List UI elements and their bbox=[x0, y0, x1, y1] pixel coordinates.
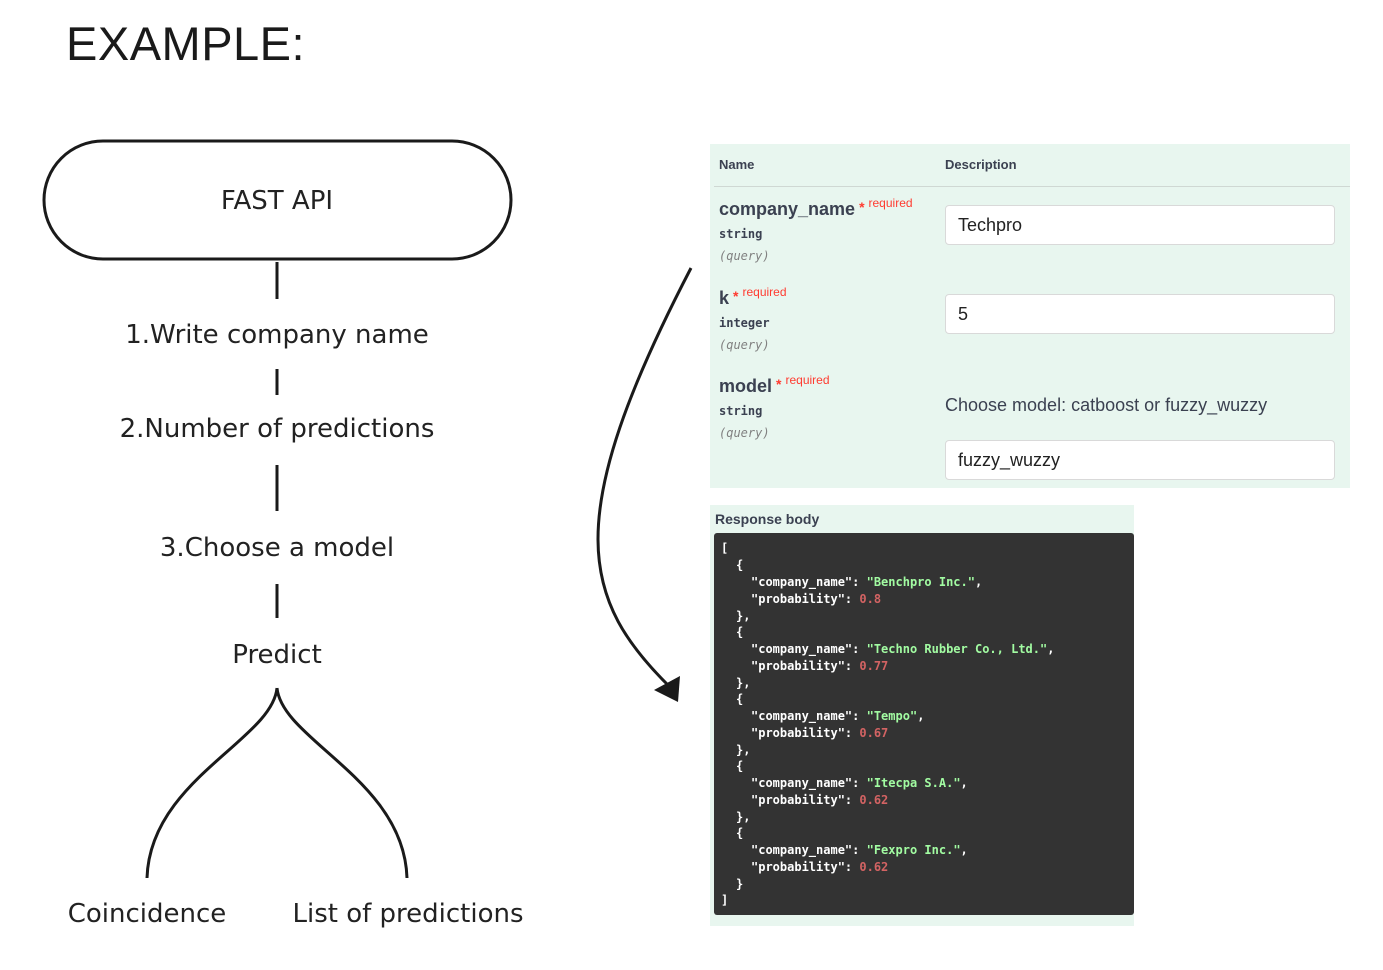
k-input[interactable]: 5 bbox=[945, 294, 1335, 334]
required-label: required bbox=[742, 285, 787, 299]
flow-branch-list-predictions: List of predictions bbox=[292, 899, 524, 929]
json-object-close: }, bbox=[736, 609, 751, 623]
json-line-company: "company_name": "Benchpro Inc.", bbox=[751, 575, 983, 589]
json-object-open: { bbox=[736, 692, 744, 706]
json-open-bracket: [ bbox=[721, 541, 729, 555]
param-name-model: model*required bbox=[719, 373, 830, 397]
param-type: string bbox=[719, 227, 763, 241]
param-location: (query) bbox=[719, 249, 770, 263]
flow-step-write-company: 1.Write company name bbox=[125, 320, 429, 350]
param-label: k bbox=[719, 288, 730, 308]
param-type: integer bbox=[719, 316, 770, 330]
json-line-probability: "probability": 0.62 bbox=[751, 793, 889, 807]
fastapi-terminal-shape bbox=[42, 139, 513, 261]
required-label: required bbox=[785, 373, 830, 387]
json-line-probability: "probability": 0.67 bbox=[751, 726, 889, 740]
column-header-description: Description bbox=[945, 157, 1017, 172]
probability-value: 0.77 bbox=[859, 659, 889, 673]
param-name-k: k*required bbox=[719, 285, 787, 309]
company-name-value: Benchpro Inc. bbox=[873, 575, 968, 589]
company-name-value: Techno Rubber Co., Ltd. bbox=[873, 642, 1040, 656]
json-object-close: }, bbox=[736, 810, 751, 824]
flow-node-predict: Predict bbox=[232, 640, 322, 670]
company-name-value: Itecpa S.A. bbox=[873, 776, 954, 790]
json-line-company: "company_name": "Fexpro Inc.", bbox=[751, 843, 968, 857]
json-object-close: }, bbox=[736, 743, 751, 757]
probability-value: 0.62 bbox=[859, 793, 889, 807]
model-input[interactable]: fuzzy_wuzzy bbox=[945, 440, 1335, 480]
probability-value: 0.8 bbox=[859, 592, 882, 606]
page-heading: EXAMPLE: bbox=[66, 17, 306, 70]
flow-node-fastapi: FAST API bbox=[220, 186, 334, 216]
flow-branch-coincidence: Coincidence bbox=[67, 899, 227, 929]
json-line-company: "company_name": "Techno Rubber Co., Ltd.… bbox=[751, 642, 1055, 656]
branch-left-curve bbox=[145, 687, 279, 879]
json-line-probability: "probability": 0.8 bbox=[751, 592, 882, 606]
json-close-bracket: ] bbox=[721, 893, 729, 907]
company-name-value: Fexpro Inc. bbox=[873, 843, 954, 857]
probability-value: 0.62 bbox=[859, 860, 889, 874]
flow-step-number-predictions: 2.Number of predictions bbox=[119, 414, 435, 444]
branch-right-curve bbox=[275, 687, 409, 879]
param-label: company_name bbox=[719, 199, 856, 219]
json-object-open: { bbox=[736, 625, 744, 639]
param-type: string bbox=[719, 404, 763, 418]
param-location: (query) bbox=[719, 338, 770, 352]
json-object-open: { bbox=[736, 759, 744, 773]
column-header-name: Name bbox=[719, 157, 755, 172]
arrow-curve bbox=[596, 267, 693, 692]
required-star: * bbox=[733, 288, 739, 304]
model-description: Choose model: catboost or fuzzy_wuzzy bbox=[945, 395, 1268, 415]
json-line-company: "company_name": "Tempo", bbox=[751, 709, 925, 723]
company-name-input[interactable]: Techpro bbox=[945, 205, 1335, 245]
json-line-probability: "probability": 0.77 bbox=[751, 659, 889, 673]
param-label: model bbox=[719, 376, 773, 396]
flow-step-choose-model: 3.Choose a model bbox=[159, 533, 395, 563]
company-name-value: Tempo bbox=[873, 709, 910, 723]
json-object-close: } bbox=[736, 877, 744, 891]
json-object-open: { bbox=[736, 558, 744, 572]
arrow-head-icon bbox=[654, 676, 680, 702]
param-name-company: company_name*required bbox=[719, 196, 913, 220]
param-location: (query) bbox=[719, 426, 770, 440]
required-label: required bbox=[868, 196, 913, 210]
probability-value: 0.67 bbox=[859, 726, 889, 740]
header-divider bbox=[714, 186, 1350, 187]
json-object-close: }, bbox=[736, 676, 751, 690]
response-body-title: Response body bbox=[715, 511, 820, 527]
required-star: * bbox=[859, 199, 865, 215]
json-line-company: "company_name": "Itecpa S.A.", bbox=[751, 776, 968, 790]
response-code-block[interactable] bbox=[714, 533, 1134, 915]
json-line-probability: "probability": 0.62 bbox=[751, 860, 889, 874]
required-star: * bbox=[776, 376, 782, 392]
json-object-open: { bbox=[736, 826, 744, 840]
